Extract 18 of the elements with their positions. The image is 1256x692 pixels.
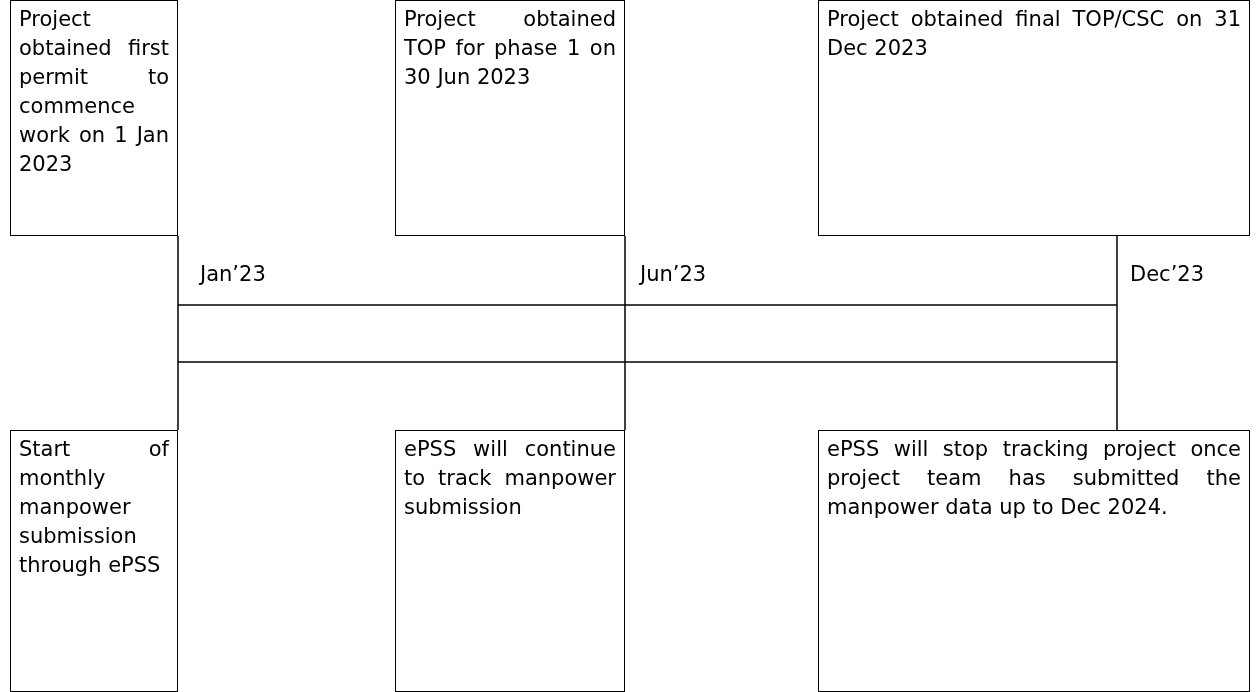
date-label: Jan’23 [200, 262, 266, 286]
connector-line [177, 235, 179, 431]
milestone-text: Project obtained final TOP/CSC on 31 Dec 2023 [827, 6, 1241, 62]
milestone-box [395, 430, 625, 692]
milestone-box [10, 0, 178, 236]
milestone-box [818, 0, 1250, 236]
milestone-text: Start of monthly manpower submission through ePSS [19, 436, 169, 579]
milestone-text: ePSS will continue to track manpower submission [404, 436, 616, 521]
connector-line [624, 235, 626, 431]
milestone-box [818, 430, 1250, 692]
milestone-text: ePSS will stop tracking project once project team has submitted the manpower data up to Dec 2024. [827, 436, 1241, 521]
date-label: Jun’23 [640, 262, 707, 286]
milestone-text: Project obtained first permit to commence work on 1 Jan 2023 [19, 6, 169, 178]
milestone-text: Project obtained TOP for phase 1 on 30 Jun 2023 [404, 6, 616, 91]
milestone-box [395, 0, 625, 236]
milestone-box [10, 430, 178, 692]
connector-line [1116, 235, 1118, 431]
date-label: Dec’23 [1130, 262, 1205, 286]
